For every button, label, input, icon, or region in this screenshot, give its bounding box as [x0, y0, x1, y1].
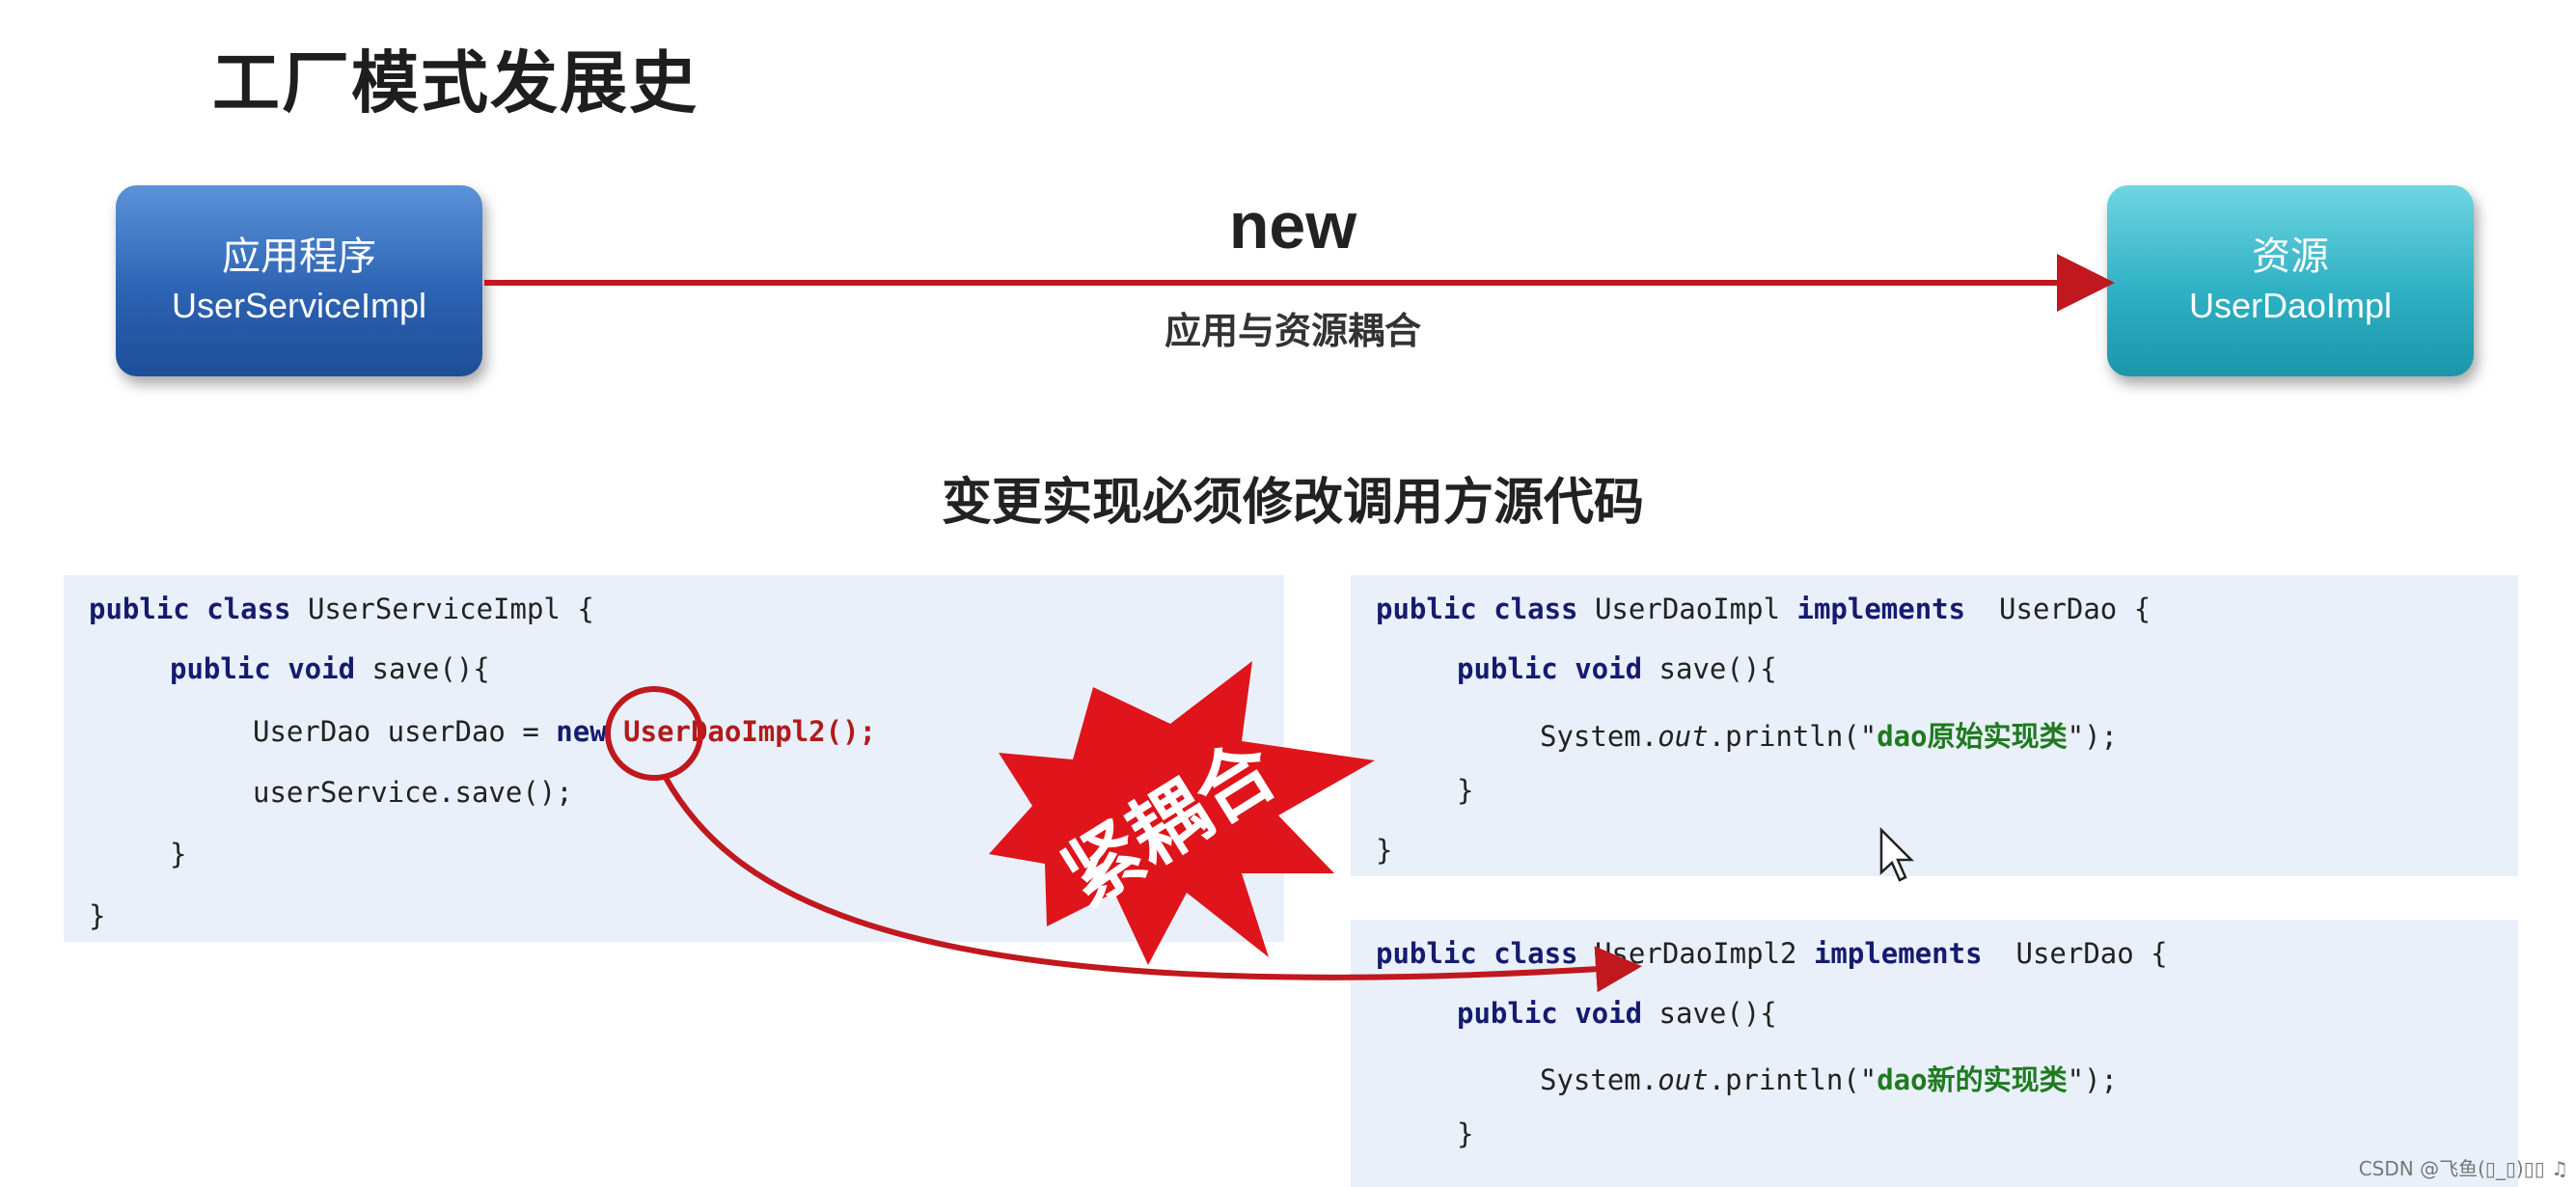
code-line: public class UserServiceImpl {: [89, 593, 594, 625]
code-line: System.out.println("dao原始实现类");: [1540, 720, 2118, 753]
resource-box-class: UserDaoImpl: [2188, 286, 2393, 325]
slide-title: 工厂模式发展史: [212, 43, 699, 123]
code-line: public void save(){: [170, 652, 490, 685]
resource-box-label: 资源: [2252, 235, 2329, 279]
code-line: System.out.println("dao新的实现类");: [1540, 1063, 2118, 1096]
dao-impl2-code-panel: public class UserDaoImpl2 implements Use…: [1351, 920, 2518, 1187]
section-subtitle: 变更实现必须修改调用方源代码: [941, 474, 1644, 532]
dao-impl-code-panel: public class UserDaoImpl implements User…: [1351, 575, 2518, 876]
new-highlight-circle: [605, 686, 703, 781]
watermark: CSDN @飞鱼(▯_▯)▯▯ ♫: [2358, 1157, 2568, 1180]
code-line: public void save(){: [1457, 997, 1777, 1030]
code-line: }: [1457, 774, 1474, 807]
application-box-class: UserServiceImpl: [171, 286, 427, 325]
resource-box: 资源 UserDaoImpl: [2107, 185, 2474, 376]
code-line: public void save(){: [1457, 652, 1777, 685]
code-line: }: [170, 838, 187, 870]
code-line: }: [1457, 1118, 1474, 1150]
curved-arrow: [663, 776, 1642, 993]
application-box: 应用程序 UserServiceImpl: [116, 185, 482, 376]
arrow-label: new: [1228, 189, 1357, 262]
code-line: }: [1376, 834, 1393, 867]
code-line: }: [89, 899, 106, 932]
code-line: userService.save();: [253, 776, 573, 809]
arrow-caption: 应用与资源耦合: [1164, 310, 1421, 352]
application-box-label: 应用程序: [222, 235, 376, 279]
mouse-cursor-icon: [1879, 826, 1915, 882]
code-line: UserDao userDao = new UserDaoImpl2();: [253, 715, 877, 748]
new-keyword: new: [556, 715, 607, 748]
tight-coupling-burst: 紧耦合: [989, 661, 1375, 965]
code-line: public class UserDaoImpl implements User…: [1376, 593, 2151, 625]
code-line: public class UserDaoImpl2 implements Use…: [1376, 937, 2168, 970]
